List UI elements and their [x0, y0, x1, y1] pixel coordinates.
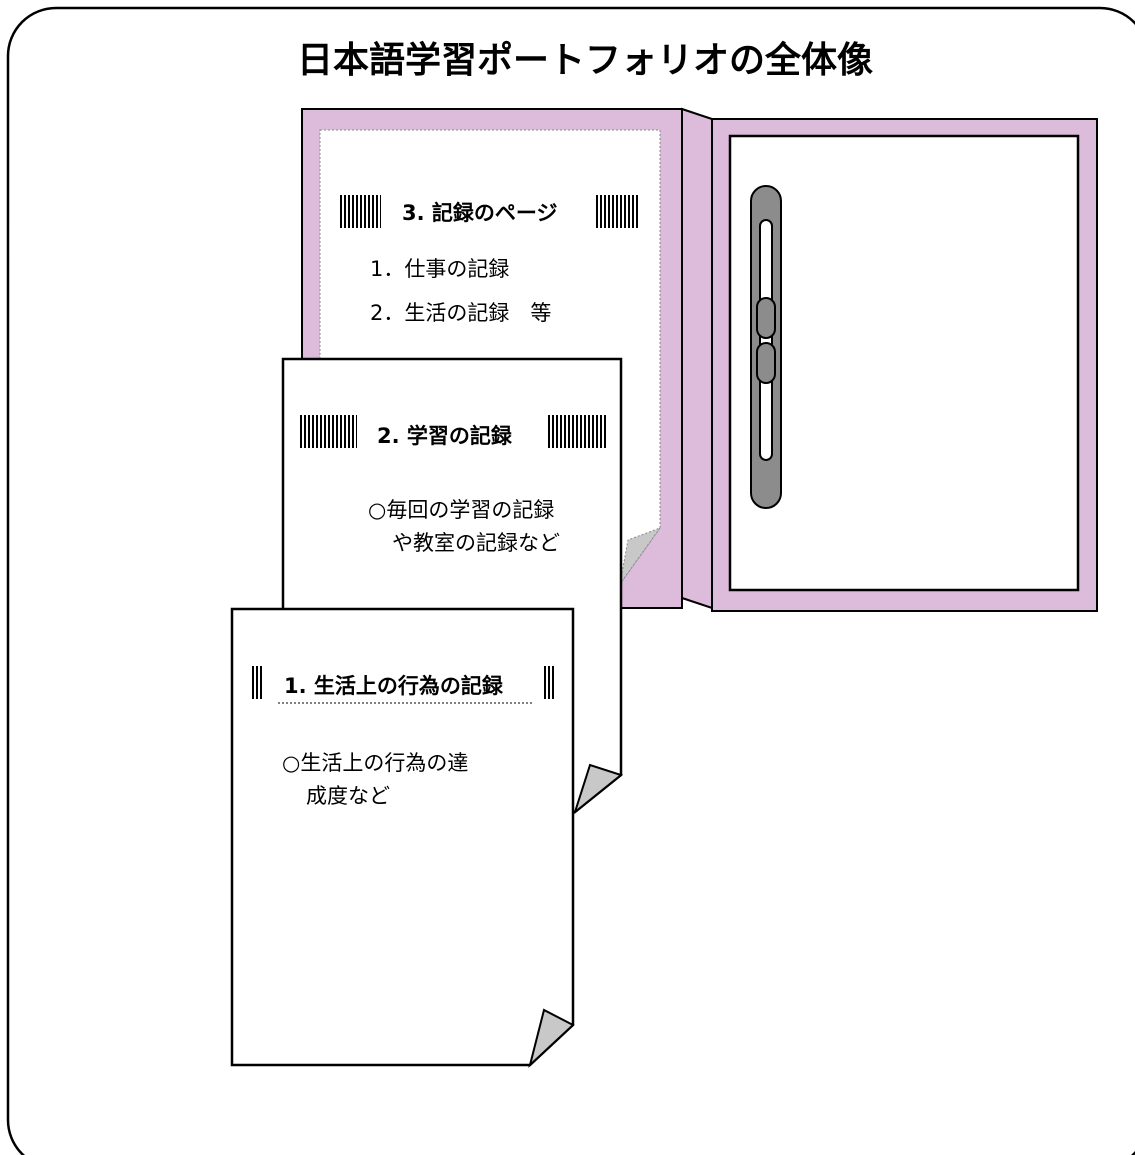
barcode-icon	[542, 666, 554, 699]
barcode-icon	[339, 195, 381, 228]
page-records-item: 1．仕事の記録	[370, 257, 509, 281]
barcode-icon	[546, 415, 606, 448]
binder-inner-panel	[728, 134, 1080, 592]
page-life: 1. 生活上の行為の記録 ○生活上の行為の達 成度など	[230, 607, 575, 1069]
page-life-line: ○生活上の行為の達	[282, 751, 468, 775]
barcode-icon	[252, 666, 264, 699]
page-learning-line: や教室の記録など	[392, 531, 560, 555]
page-life-heading: 1. 生活上の行為の記録	[284, 674, 504, 698]
binder-spine	[681, 107, 713, 610]
page-learning-curl	[573, 763, 624, 815]
diagram-title: 日本語学習ポートフォリオの全体像	[297, 39, 873, 81]
page-records-curl	[619, 526, 662, 585]
barcode-icon	[299, 415, 357, 448]
page-records-item: 2．生活の記録 等	[370, 301, 551, 325]
ring-clip-icon	[750, 185, 782, 509]
page-learning-heading: 2. 学習の記録	[377, 424, 513, 448]
page-records-heading: 3. 記録のページ	[402, 201, 557, 225]
page-life-line: 成度など	[306, 784, 390, 808]
page-life-curl	[528, 1008, 575, 1069]
page-learning-line: ○毎回の学習の記録	[368, 498, 554, 522]
diagram-frame	[6, 6, 1135, 1155]
barcode-icon	[594, 195, 640, 228]
